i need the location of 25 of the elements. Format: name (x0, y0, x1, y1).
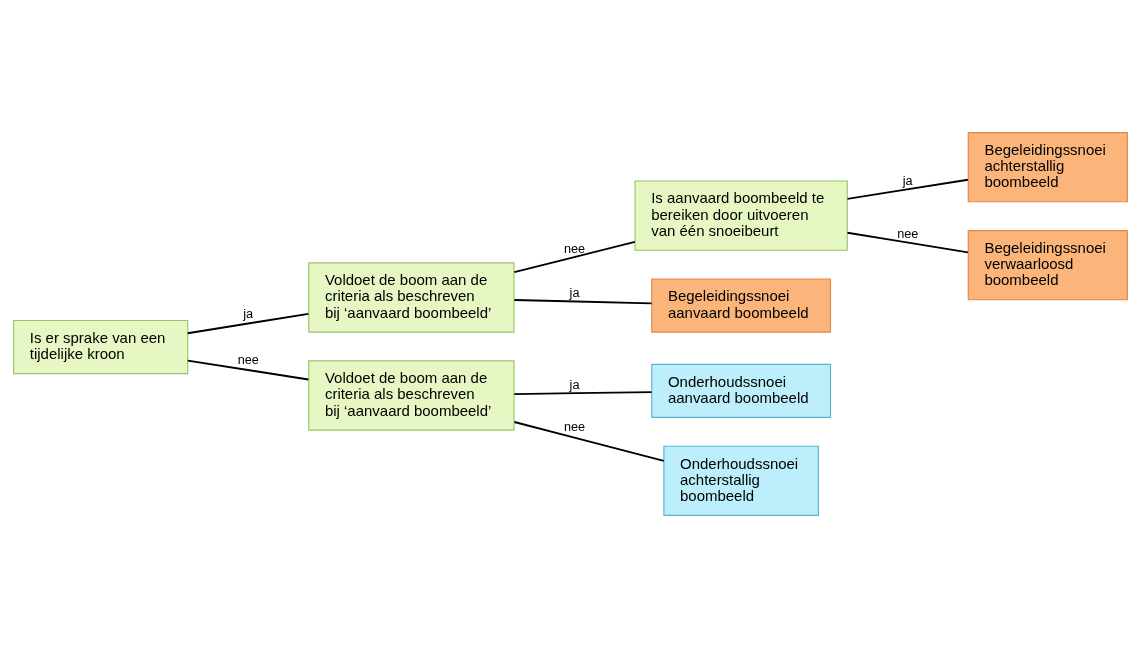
connector (513, 421, 665, 462)
connector (513, 241, 636, 273)
edge-label: nee (563, 242, 586, 257)
edge-label: nee (897, 227, 919, 242)
node-box: Onderhoudssnoei aanvaard boombeeld (651, 363, 832, 418)
node-box: Begeleidingssnoei achterstallig boombeeld (967, 132, 1128, 203)
edge-label: ja (902, 174, 913, 189)
connector (186, 312, 310, 335)
node-box: Voldoet de boom aan de criteria als beschreven bij ‘aanvaard boombeeld’ (308, 360, 515, 431)
node-box: Is er sprake van een tijdelijke kroon (13, 319, 189, 375)
connector (186, 359, 310, 381)
edge-label: ja (243, 307, 254, 321)
node-box: Voldoet de boom aan de criteria als beschreven bij ‘aanvaard boombeeld’ (308, 262, 515, 333)
edge-label: ja (569, 378, 580, 393)
connector (846, 231, 969, 254)
node-box: Is aanvaard boombeeld te bereiken door uitvoeren van één snoeibeurt (634, 180, 848, 251)
node-box: Onderhoudssnoei achterstallig boombeeld (663, 445, 819, 516)
connector (846, 178, 969, 200)
node-box: Begeleidingssnoei aanvaard boombeeld (651, 278, 832, 333)
edge-label: nee (237, 353, 259, 368)
edge-label: ja (569, 286, 580, 301)
node-box: Begeleidingssnoei verwaarloosd boombeeld (967, 230, 1128, 301)
connector (513, 391, 653, 395)
connector (513, 299, 653, 305)
edge-label: nee (563, 419, 586, 434)
